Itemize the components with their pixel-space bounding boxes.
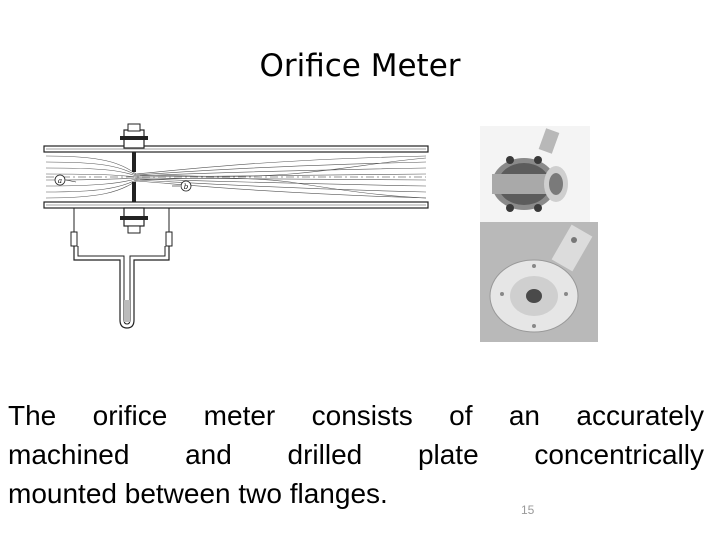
orifice-meter-diagram: a b	[43, 123, 429, 329]
body-line-2: machined and drilled plate concentricall…	[8, 439, 704, 470]
orifice-plate-photo	[480, 222, 598, 342]
slide-body: The orifice meter consists of an accurat…	[8, 396, 704, 513]
orifice-assembly-photo	[480, 126, 590, 222]
page-number: 15	[521, 503, 535, 517]
slide-title: Orifice Meter	[259, 48, 461, 84]
body-line-1: The orifice meter consists of an accurat…	[8, 400, 704, 431]
label-a: a	[58, 177, 62, 185]
label-b: b	[184, 183, 189, 191]
body-line-3: mounted between two flanges.	[8, 478, 388, 509]
